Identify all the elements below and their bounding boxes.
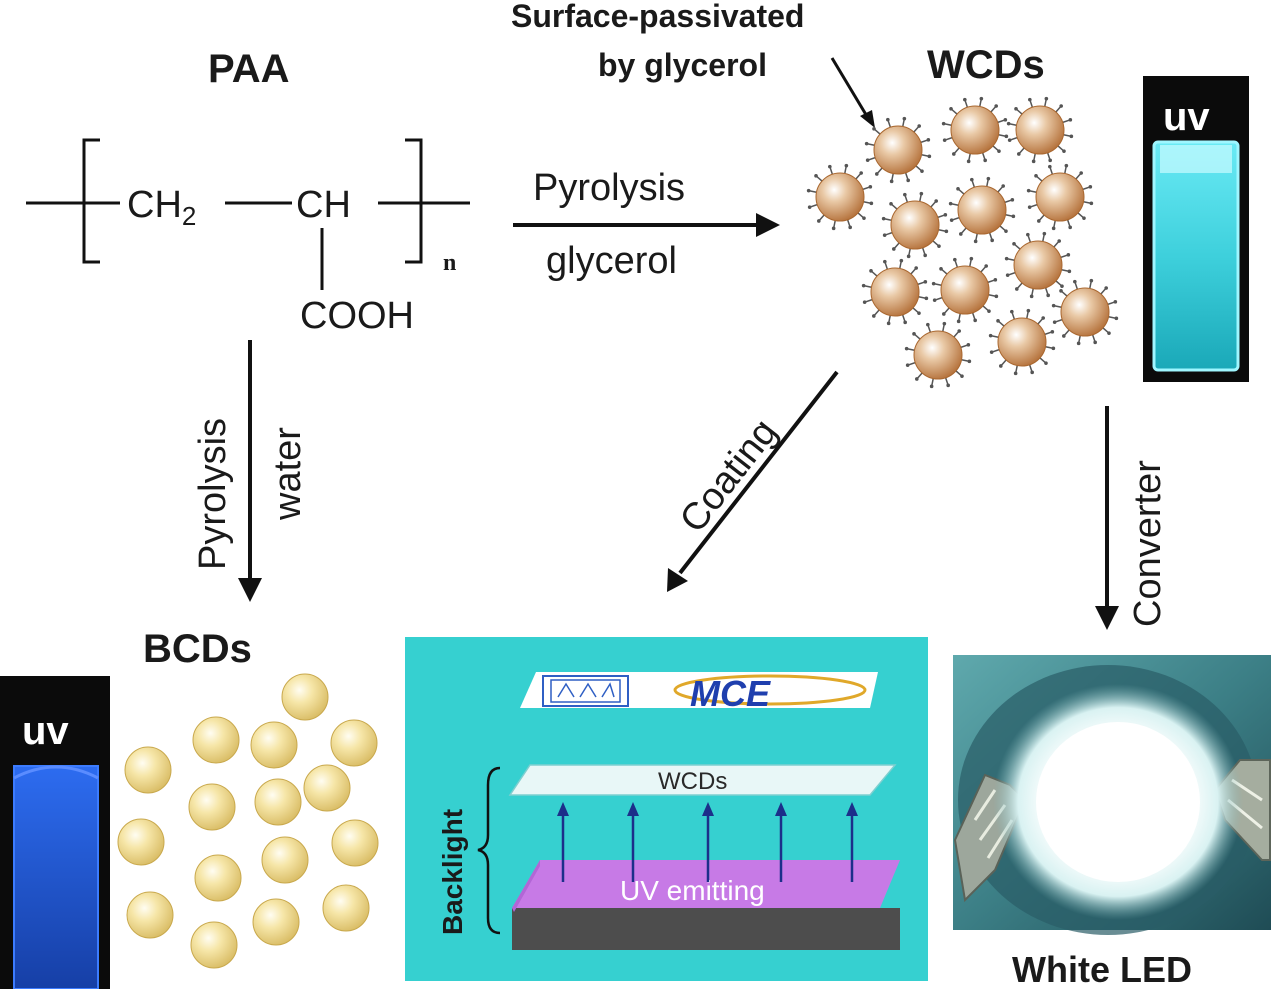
bcd-particle xyxy=(117,818,165,866)
uv-emission-arrow xyxy=(627,802,639,882)
wcd-particle xyxy=(941,96,1009,164)
bcd-particle xyxy=(252,898,300,946)
bcd-particle xyxy=(192,716,240,764)
white-led-photo xyxy=(953,655,1271,935)
uv-emitting-layer xyxy=(512,860,900,908)
white-led-label: White LED xyxy=(1012,949,1192,989)
bcd-particle xyxy=(281,673,329,721)
uv-label-top: uv xyxy=(1163,95,1210,139)
converter-arrowhead xyxy=(1095,606,1119,630)
bcd-particle xyxy=(261,836,309,884)
ch2-group: CH2 xyxy=(127,184,196,231)
backlight-label: Backlight xyxy=(437,809,468,935)
mce-logo: MCE xyxy=(690,673,771,714)
bcd-particle xyxy=(322,884,370,932)
base-layer xyxy=(512,908,900,950)
mce-logo-swoosh xyxy=(673,674,867,706)
pyrolysis-water-arrowhead xyxy=(238,578,262,602)
backlight-brace xyxy=(477,766,501,935)
surface-passivated-line1: Surface-passivated xyxy=(511,0,804,34)
repeat-n: n xyxy=(443,250,456,276)
ch2-base: CH xyxy=(127,184,182,226)
pyrolysis-top-label: Pyrolysis xyxy=(533,167,685,209)
wcd-particle xyxy=(806,163,874,231)
bcd-particle xyxy=(126,891,174,939)
bcd-particle xyxy=(331,819,379,867)
wcd-particle xyxy=(864,116,932,184)
converter-label: Converter xyxy=(1127,460,1169,627)
bcd-particle xyxy=(303,764,351,812)
uv-emission-arrow xyxy=(846,802,858,882)
panel-uv-label: UV emitting xyxy=(620,875,765,906)
bcds-title: BCDs xyxy=(143,627,252,671)
wcd-particle xyxy=(1004,231,1072,299)
bcds-uv-cuvette: uv xyxy=(0,676,110,989)
wcd-particle xyxy=(1026,163,1094,231)
wcd-particle xyxy=(988,308,1056,376)
cooh-group: COOH xyxy=(300,295,414,337)
wcd-particle xyxy=(881,191,949,259)
wcd-particle xyxy=(1051,278,1119,346)
bcd-particle xyxy=(124,746,172,794)
panel-wcds-label: WCDs xyxy=(658,768,727,795)
university-seal-icon xyxy=(542,675,629,707)
wcds-title: WCDs xyxy=(927,43,1045,87)
paa-structure xyxy=(26,138,470,290)
pyrolysis-left-label: Pyrolysis xyxy=(192,418,234,570)
uv-emission-arrows xyxy=(557,802,858,882)
wcds-particle-cluster xyxy=(806,96,1119,389)
bcd-particle xyxy=(250,721,298,769)
wcd-particle xyxy=(904,321,972,389)
surface-pointer-line xyxy=(830,57,870,119)
bcd-particle xyxy=(194,854,242,902)
wcd-particle xyxy=(1006,96,1074,164)
bcds-particle-cluster xyxy=(117,673,379,969)
uv-emission-arrow xyxy=(557,802,569,882)
wcd-particle xyxy=(931,256,999,324)
wcds-layer xyxy=(508,764,897,796)
coating-arrowhead xyxy=(667,568,688,592)
water-left-label: water xyxy=(267,427,309,521)
ch2-subscript: 2 xyxy=(182,201,196,231)
coating-arrow xyxy=(678,370,839,575)
surface-pointer-head xyxy=(860,110,875,128)
coating-label: Coating xyxy=(672,411,786,540)
display-panel: MCE WCDs UV emitting Backlight xyxy=(405,637,928,981)
bcd-particle xyxy=(190,921,238,969)
uv-label-bottom: uv xyxy=(22,709,69,753)
surface-passivated-line2: by glycerol xyxy=(598,47,767,83)
wcd-particle xyxy=(948,176,1016,244)
bcd-particle xyxy=(254,778,302,826)
wcd-particle xyxy=(861,258,929,326)
uv-emission-arrow xyxy=(702,802,714,882)
pyrolysis-glycerol-arrowhead xyxy=(756,213,780,237)
glycerol-top-label: glycerol xyxy=(546,240,677,282)
wcds-uv-cuvette: uv xyxy=(1143,76,1249,382)
bcd-particle xyxy=(330,719,378,767)
base-layer-side xyxy=(512,860,540,912)
bcd-particle xyxy=(188,783,236,831)
paa-title: PAA xyxy=(208,47,289,91)
ch-group: CH xyxy=(296,184,351,226)
uv-emission-arrow xyxy=(775,802,787,882)
